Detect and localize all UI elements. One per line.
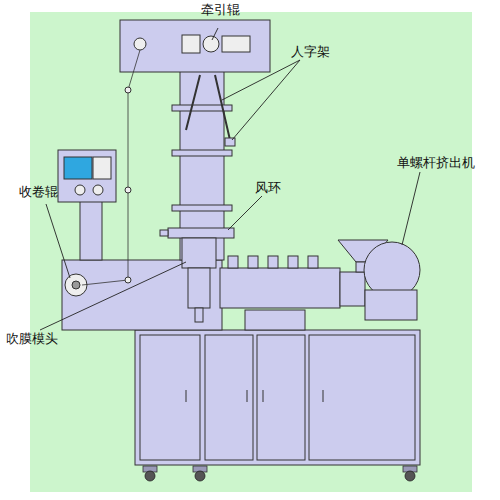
extruder-barrel bbox=[220, 268, 340, 308]
a-frame bbox=[186, 75, 230, 140]
background-panel bbox=[30, 12, 472, 492]
part-label: 收卷辊 bbox=[18, 184, 59, 200]
part-label: 单螺杆挤出机 bbox=[396, 155, 476, 171]
haul-off-head bbox=[120, 20, 270, 72]
nip-roll bbox=[203, 36, 219, 52]
cabinet bbox=[135, 330, 420, 465]
air-ring bbox=[168, 228, 234, 238]
part-label: 风环 bbox=[254, 180, 282, 196]
part-label: 吹膜模头 bbox=[5, 331, 59, 347]
winder-frame bbox=[62, 260, 222, 330]
control-panel bbox=[58, 150, 116, 202]
part-label: 人字架 bbox=[290, 44, 331, 60]
part-label: 牵引辊 bbox=[200, 2, 241, 18]
leader-lines bbox=[40, 28, 420, 330]
blowing-die bbox=[182, 238, 216, 268]
